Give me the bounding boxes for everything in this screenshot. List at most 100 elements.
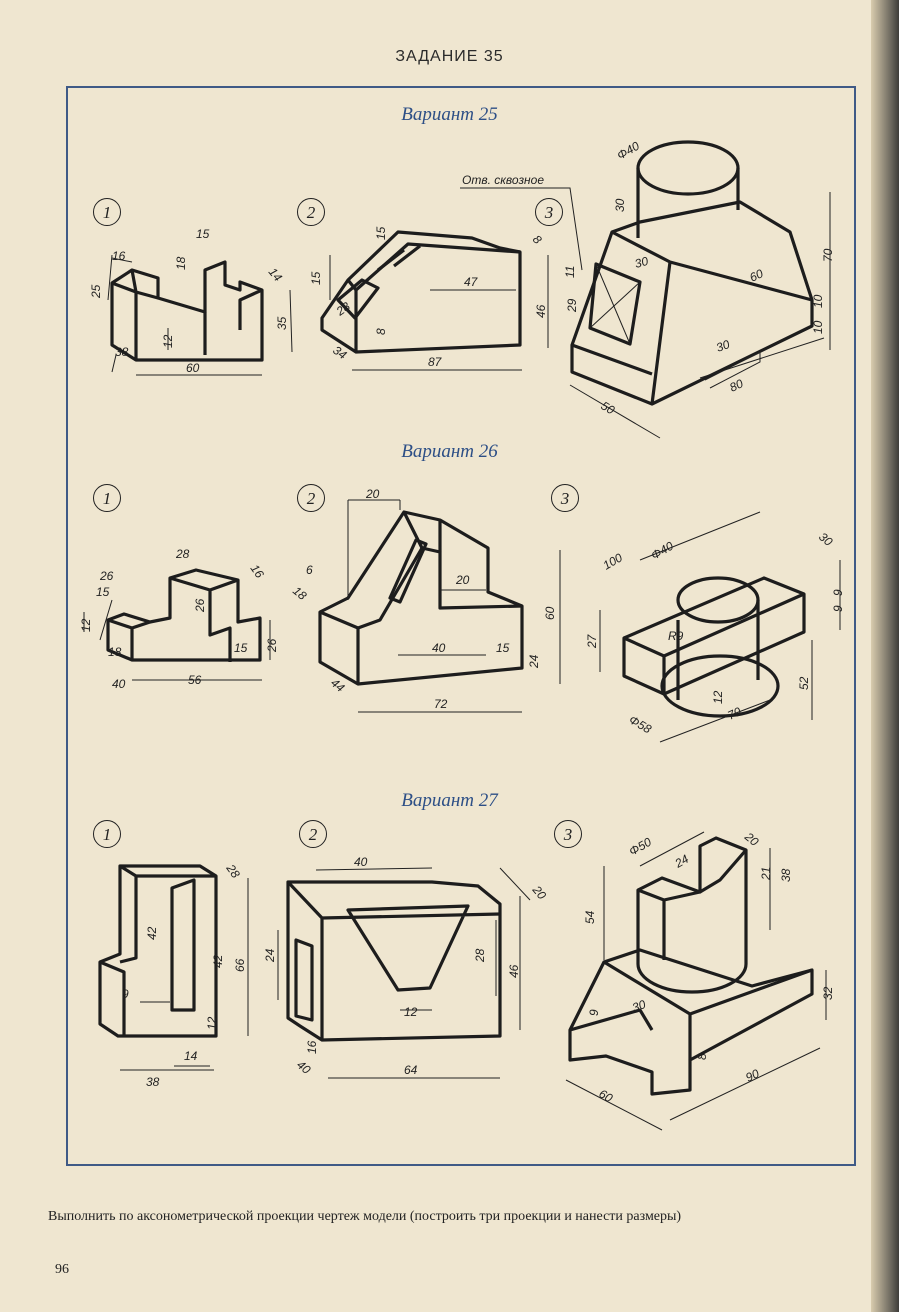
v26-1-dim: 15 bbox=[234, 641, 248, 655]
v27-2-dim: 20 bbox=[529, 882, 549, 902]
v25-3-dim: 30 bbox=[613, 198, 627, 212]
v26-3-dim: 30 bbox=[816, 530, 835, 550]
v25-3-dim: 60 bbox=[747, 266, 765, 284]
v26-3-dim: 52 bbox=[797, 676, 811, 690]
v26-1-dim: 26 bbox=[265, 638, 279, 653]
v27-3-dim: 60 bbox=[597, 1086, 616, 1105]
v27-1-dim: 9 bbox=[122, 987, 129, 1001]
v27-2-isometric-part bbox=[277, 867, 531, 1079]
v25-2-dim: 28 bbox=[333, 299, 353, 319]
v26-1-isometric-part bbox=[83, 568, 271, 681]
v25-2-dim: 8 bbox=[374, 328, 388, 335]
v27-drawing-3-number: 3 bbox=[554, 820, 582, 848]
v25-1-dim: 14 bbox=[266, 265, 286, 284]
v26-2-dim: 18 bbox=[290, 584, 309, 604]
v27-1-dim: 66 bbox=[233, 958, 247, 972]
v25-2-dim: 15 bbox=[374, 226, 388, 240]
v27-3-dim: Φ50 bbox=[627, 835, 655, 859]
v25-3-isometric-part bbox=[460, 140, 831, 439]
v27-3-dim: 24 bbox=[672, 852, 692, 871]
v26-1-dim: 18 bbox=[108, 645, 122, 659]
v26-2-dim: 6 bbox=[306, 563, 313, 577]
v27-3-isometric-part bbox=[565, 831, 827, 1131]
v25-3-dim: 50 bbox=[599, 398, 618, 417]
v26-3-dim: R9 bbox=[668, 629, 684, 643]
v27-3-dim: 8 bbox=[695, 1053, 709, 1060]
v27-2-dim: 46 bbox=[507, 964, 521, 978]
v25-2-dim: 8 bbox=[530, 232, 545, 247]
v25-1-dim: 16 bbox=[112, 249, 126, 263]
v27-1-isometric-part bbox=[98, 864, 249, 1071]
v25-3-dim: 11 bbox=[563, 266, 577, 278]
v25-1-dim: 15 bbox=[196, 227, 210, 241]
v25-3-dim: 10 bbox=[811, 294, 825, 308]
v25-1-dim: 35 bbox=[275, 316, 289, 330]
v25-1-dim: 18 bbox=[174, 256, 188, 270]
v26-2-dim: 60 bbox=[543, 606, 557, 620]
v26-2-dim: 44 bbox=[328, 676, 347, 696]
v26-2-dim: 24 bbox=[527, 654, 541, 669]
v27-2-dim: 16 bbox=[305, 1040, 319, 1054]
variant-25-title: Вариант 25 bbox=[401, 104, 498, 125]
v27-3-dim: 30 bbox=[630, 997, 648, 1015]
v25-2-isometric-part bbox=[320, 230, 549, 371]
v26-3-dim: 9 bbox=[831, 605, 845, 612]
v27-1-dim: 42 bbox=[145, 926, 159, 940]
v25-2-dim: 46 bbox=[534, 304, 548, 318]
v26-3-dim: 27 bbox=[585, 633, 599, 649]
v25-1-dim: 60 bbox=[186, 361, 200, 375]
v25-1-dim: 12 bbox=[161, 334, 175, 348]
v27-3-dim: 20 bbox=[741, 829, 761, 849]
variant-27-title: Вариант 27 bbox=[401, 790, 498, 811]
v25-3-note: Отв. сквозное bbox=[462, 173, 544, 187]
v25-1-dim: 25 bbox=[89, 284, 103, 299]
v25-drawing-1-number: 1 bbox=[93, 198, 121, 226]
v26-3-dim: 9 bbox=[831, 589, 845, 596]
v25-3-dim: 29 bbox=[565, 298, 579, 313]
v26-2-dim: 40 bbox=[432, 641, 446, 655]
v26-drawing-3-number: 3 bbox=[551, 484, 579, 512]
task-instruction: Выполнить по аксонометрической проекции … bbox=[48, 1209, 682, 1224]
v27-1-dim: 38 bbox=[146, 1075, 160, 1089]
v27-drawing-2-number: 2 bbox=[299, 820, 327, 848]
v27-3-dim: 54 bbox=[583, 910, 597, 924]
v25-1-dim: 38 bbox=[115, 345, 129, 359]
v27-3-dim: 38 bbox=[779, 868, 793, 882]
v26-1-dim: 28 bbox=[175, 547, 190, 561]
task-title: ЗАДАНИЕ 35 bbox=[395, 48, 504, 65]
v25-2-dim: 47 bbox=[464, 275, 479, 289]
v26-1-dim: 16 bbox=[248, 562, 267, 581]
v25-3-dim: 30 bbox=[714, 337, 732, 355]
page-number: 96 bbox=[55, 1262, 69, 1277]
v26-1-dim: 12 bbox=[79, 618, 93, 632]
v26-2-dim: 20 bbox=[365, 487, 380, 501]
v26-3-isometric-part bbox=[599, 511, 841, 743]
v26-1-dim: 15 bbox=[96, 585, 110, 599]
v26-2-dim: 72 bbox=[434, 697, 448, 711]
v26-drawing-1-number: 1 bbox=[93, 484, 121, 512]
v25-drawing-3-number: 3 bbox=[535, 198, 563, 226]
v27-2-dim: 24 bbox=[263, 948, 277, 963]
v25-3-dim: Φ40 bbox=[615, 139, 643, 163]
v25-3-dim: 70 bbox=[821, 248, 835, 262]
v26-1-dim: 56 bbox=[188, 673, 202, 687]
v27-3-dim: 90 bbox=[743, 1066, 761, 1084]
v27-1-dim: 28 bbox=[223, 861, 243, 881]
v25-2-dim: 15 bbox=[309, 271, 323, 285]
v27-1-dim: 12 bbox=[205, 1016, 219, 1030]
v26-3-dim: Φ40 bbox=[649, 539, 677, 563]
v27-2-dim: 64 bbox=[404, 1063, 418, 1077]
v26-2-dim: 20 bbox=[455, 573, 470, 587]
v25-1-isometric-part bbox=[107, 254, 293, 376]
v25-2-dim: 87 bbox=[428, 355, 443, 369]
v27-2-dim: 12 bbox=[404, 1005, 418, 1019]
v27-3-dim: 9 bbox=[587, 1009, 601, 1016]
drawings-frame bbox=[66, 86, 856, 1166]
v26-3-dim: Φ58 bbox=[627, 712, 655, 736]
v26-drawing-2-number: 2 bbox=[297, 484, 325, 512]
v26-1-dim: 26 bbox=[99, 569, 114, 583]
v26-2-isometric-part bbox=[318, 499, 561, 713]
v25-3-dim: 10 bbox=[811, 320, 825, 334]
variant-26-title: Вариант 26 bbox=[401, 441, 498, 462]
